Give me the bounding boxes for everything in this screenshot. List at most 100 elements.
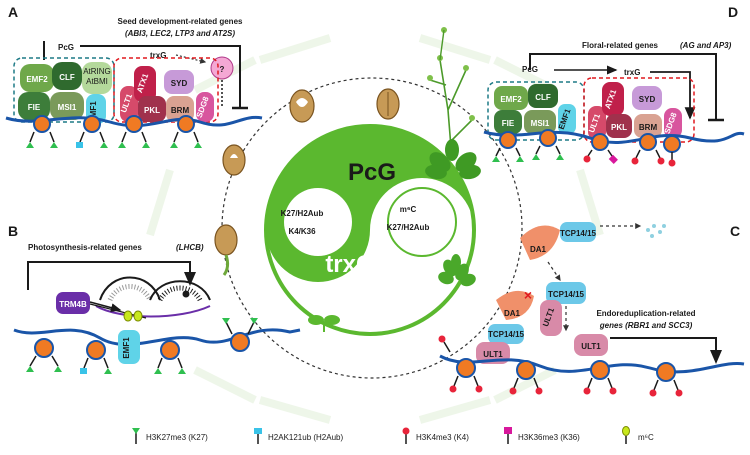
protein-tcp-mid-label: TCP14/15 <box>548 290 585 299</box>
protein-fie-label: FIE <box>28 103 41 112</box>
center-yin-yang: K27/H2Aub K4/K36 m⁶C K27/H2Aub PcG trxG <box>264 124 476 336</box>
protein-clf-d-label: CLF <box>535 93 551 102</box>
panel-c-nucleosomes <box>456 358 676 382</box>
protein-clf-d <box>528 84 558 108</box>
rosette-small <box>438 254 476 287</box>
legend-item-h3k4me3: H3K4me3 (K4) <box>402 427 469 444</box>
protein-atring-label: AtRING <box>83 67 111 76</box>
protein-msi1-label: MSI1 <box>58 103 77 112</box>
panel-a-letter: A <box>8 4 18 20</box>
panel-c-letter: C <box>730 223 740 239</box>
panel-c-heading: Endoreduplication-related <box>596 309 695 318</box>
protein-brm-d <box>634 114 662 138</box>
protein-fie-d <box>494 110 522 134</box>
panel-c: C Endoreduplication-related genes (RBR1 … <box>438 222 745 397</box>
panel-c-block-mark: × <box>524 287 532 303</box>
panel-a-histone-marks <box>26 131 202 148</box>
protein-atbmi-label: AtBMI <box>86 77 108 86</box>
panel-c-activation-arrow <box>610 337 722 364</box>
legend-item-h3k27me3: H3K27me3 (K27) <box>132 428 208 444</box>
panel-b-trm4b-arrow <box>89 301 122 313</box>
center-trxg-label: trxG <box>325 251 374 278</box>
panel-d-trxg-label: trxG <box>624 68 640 77</box>
yin-label-1: K27/H2Aub <box>281 209 324 218</box>
panel-b-rna-loops <box>95 276 211 318</box>
protein-ult1-right <box>574 334 608 356</box>
protein-sdg8 <box>196 92 214 122</box>
protein-ult1 <box>120 86 138 122</box>
protein-emf1-label: EMF1 <box>89 101 98 123</box>
protein-msi1-d <box>524 110 556 134</box>
panel-a: A Seed development-related genes (ABI3, … <box>5 4 263 148</box>
panel-a-unknown-label: ? <box>220 65 225 74</box>
legend-item-h3k36me3: H3K36me3 (K36) <box>504 427 580 444</box>
panel-b: B Photosynthesis-related genes (LHCB) TR… <box>8 223 301 374</box>
protein-atx1-d <box>602 82 624 116</box>
seed-2 <box>376 88 400 120</box>
protein-syd-d-label: SYD <box>639 95 656 104</box>
protein-pkl-d-label: PKL <box>611 123 627 132</box>
panel-d-repression-line <box>529 53 717 120</box>
legend-item-h2aub: H2AK121ub (H2Aub) <box>254 428 343 444</box>
panel-b-nucleosomes <box>34 332 250 360</box>
panel-d-prc-proteins: EMF2 CLF FIE MSI1 EMF1 <box>494 84 576 134</box>
seed-1 <box>289 89 315 123</box>
panel-b-dna <box>13 328 301 347</box>
panel-a-repression-line <box>80 45 241 108</box>
protein-emf1-d <box>558 104 576 134</box>
protein-da1-mid-label: DA1 <box>504 309 521 318</box>
yang-dot <box>387 187 457 257</box>
panel-a-unknown-factor <box>210 56 234 80</box>
protein-syd <box>164 70 194 94</box>
panel-b-heading: Photosynthesis-related genes <box>28 243 142 252</box>
protein-tcp-low <box>488 324 524 344</box>
panel-a-trxg-arrow <box>175 54 207 64</box>
protein-emf1-b-label: EMF1 <box>122 337 131 359</box>
protein-sdg8-d <box>664 108 682 138</box>
protein-emf1-b <box>118 330 140 364</box>
panel-a-trx-proteins: ULT1 ATX1 SYD PKL BRM SDG8 <box>119 66 214 122</box>
panel-b-histone-marks <box>26 318 258 374</box>
panel-b-letter: B <box>8 223 18 239</box>
panel-c-arrow-1 <box>547 261 561 281</box>
panel-c-degraded-fragments <box>646 224 666 238</box>
protein-da1-mid <box>496 290 534 320</box>
protein-pkl <box>138 96 166 122</box>
legend: H3K27me3 (K27) H2AK121ub (H2Aub) H3K4me3… <box>132 426 654 444</box>
panel-a-prc-proteins: EMF2 CLF AtRING AtBMI FIE MSI1 EMF1 <box>18 62 112 124</box>
protein-atx1 <box>134 66 156 102</box>
panel-a-nucleosomes <box>33 115 195 133</box>
protein-ult1-d <box>588 106 606 140</box>
yin-label-2: K4/K36 <box>288 227 316 236</box>
protein-clf-label: CLF <box>59 73 75 82</box>
germinating-seed <box>214 224 238 276</box>
protein-tcp-mid <box>546 282 586 304</box>
panel-b-genes: (LHCB) <box>176 243 204 252</box>
protein-fie <box>18 92 50 120</box>
panel-d-activation-arrow <box>650 71 696 120</box>
protein-ult1-low-label: ULT1 <box>483 350 503 359</box>
panel-d-dna <box>483 130 745 144</box>
panel-a-dna <box>5 115 263 128</box>
legend-label-k27: H3K27me3 (K27) <box>146 433 208 442</box>
protein-fie-d-label: FIE <box>502 119 515 128</box>
yin-dot-white <box>284 188 352 256</box>
protein-brm-d-label: BRM <box>639 123 658 132</box>
seedling <box>308 315 340 332</box>
panel-d-letter: D <box>728 4 738 20</box>
protein-msi1 <box>50 92 84 120</box>
protein-pkl-d <box>606 114 632 138</box>
protein-tcp-low-label: TCP14/15 <box>488 330 525 339</box>
protein-ult1-right-label: ULT1 <box>581 342 601 351</box>
panel-b-m6c-marks <box>123 310 143 322</box>
yang-label-1: m⁶C <box>400 205 417 214</box>
panel-c-histone-marks <box>438 335 683 397</box>
protein-emf2 <box>20 64 54 92</box>
protein-trm4b-label: TRM4B <box>59 300 87 309</box>
protein-ult1-mid <box>540 300 562 336</box>
panel-a-pcg-label: PcG <box>58 43 74 52</box>
protein-tcp-top <box>560 222 596 242</box>
protein-da1-top-label: DA1 <box>530 245 547 254</box>
protein-pkl-label: PKL <box>144 106 160 115</box>
center-pcg-label: PcG <box>348 159 396 186</box>
